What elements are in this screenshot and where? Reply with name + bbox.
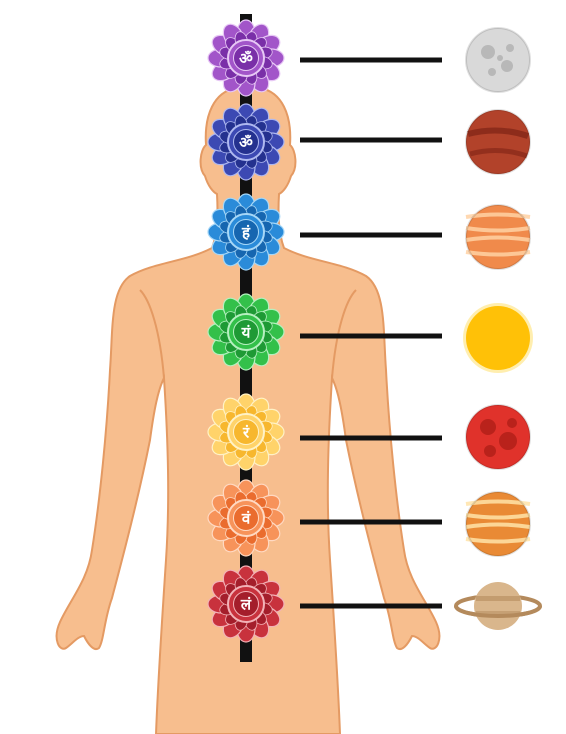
heart-lotus-icon: यं	[207, 293, 285, 371]
chakra-layer: ॐ ॐ हं यं रं वं लं	[207, 19, 285, 643]
left-arm-inner-line	[139, 289, 165, 379]
third-eye-lotus-icon: ॐ	[207, 103, 285, 181]
planet-layer	[454, 27, 542, 630]
sacral-lotus-icon: वं	[207, 479, 285, 557]
right-arm-inner-line	[331, 289, 357, 379]
banded-planet-icon	[465, 491, 531, 557]
root-lotus-icon: लं	[207, 565, 285, 643]
connector-layer	[300, 57, 442, 609]
chakra-symbol: हं	[241, 224, 251, 242]
red-planet-icon	[465, 404, 531, 470]
saturn-icon	[454, 582, 542, 630]
chakra-symbol: रं	[242, 424, 250, 442]
crown-lotus-icon: ॐ	[207, 19, 285, 97]
jupiter-icon	[465, 204, 531, 270]
chakra-symbol: ॐ	[239, 134, 253, 152]
chakra-symbol: ॐ	[239, 50, 253, 68]
chakra-symbol: यं	[241, 324, 252, 342]
moon-icon	[465, 27, 531, 93]
mars-icon	[465, 109, 531, 175]
throat-lotus-icon: हं	[207, 193, 285, 271]
solar-plexus-lotus-icon: रं	[207, 393, 285, 471]
sun-icon	[463, 303, 533, 373]
chakra-symbol: लं	[240, 596, 252, 614]
chakra-symbol: वं	[241, 510, 251, 528]
